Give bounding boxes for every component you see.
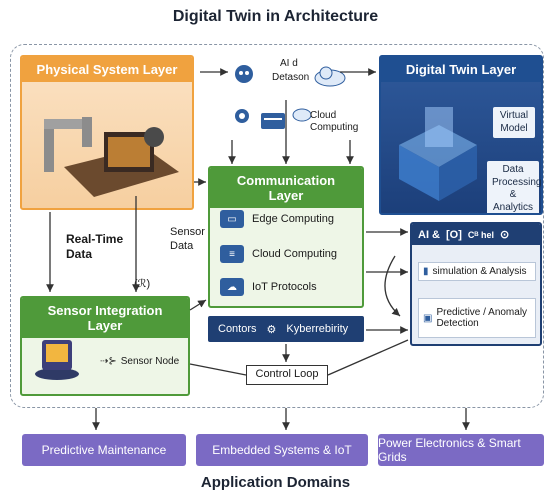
ai-header-2: Cᴮ hel	[467, 229, 494, 240]
virtual-model-tag: Virtual Model	[493, 107, 535, 138]
robotic-arm-machine-illustration	[44, 117, 179, 197]
data-processing-tag: Data Processing & Analytics	[487, 161, 541, 213]
ai-header-1: [O]	[446, 228, 462, 241]
control-loop-box: Control Loop	[246, 365, 328, 385]
sensor-integration-layer: Sensor Integration Layer ⇢⊱ Sensor Node	[20, 296, 190, 396]
lock-icon: ⚙	[266, 323, 277, 336]
comm-item-label: IoT Protocols	[252, 281, 317, 293]
server-icon	[261, 113, 285, 129]
digital-twin-layer: Digital Twin Layer Virtual Model Data Pr…	[379, 55, 543, 215]
gear-icon	[235, 109, 249, 123]
cloud-icon: ☁	[220, 278, 244, 296]
cybersecurity-label: Kyberrebirity	[286, 323, 349, 335]
sensor-data-label: Sensor Data	[170, 226, 205, 252]
ai-item-predictive: ▣ Predictive / Anomaly Detection	[418, 298, 536, 338]
ai-item-label: Predictive / Anomaly Detection	[436, 307, 528, 329]
sensor-node-label: Sensor Node	[120, 356, 180, 367]
comm-item-label: Edge Computing	[252, 213, 334, 225]
physical-layer-title: Physical System Layer	[22, 57, 192, 82]
cloud-computing-icon	[292, 108, 312, 122]
ai-item-simulation: ▮ simulation & Analysis	[418, 262, 536, 281]
control-label: Contors	[218, 323, 257, 335]
architecture-frame	[10, 44, 544, 408]
sensor-node: ⇢⊱ Sensor Node	[100, 356, 179, 367]
ai-item-label: simulation & Analysis	[432, 266, 527, 277]
comm-item-edge: ▭ Edge Computing	[220, 210, 334, 228]
sensor-node-icon: ⇢⊱	[100, 356, 117, 367]
control-cybersecurity-bar: Contors ⚙ Kyberrebirity	[208, 316, 364, 342]
cloud-computing-label: Cloud Computing	[310, 110, 359, 133]
physical-system-layer: Physical System Layer	[20, 55, 194, 210]
domain-power-electronics: Power Electronics & Smart Grids	[378, 434, 544, 466]
edge-device-icon: ▭	[220, 210, 244, 228]
ai-analytics-panel: AI & [O] Cᴮ hel ⊙ ▮ simulation & Analysi…	[410, 222, 542, 346]
domain-embedded-systems: Embedded Systems & IoT	[196, 434, 368, 466]
top-icons: AI d Detason Cloud Computing	[210, 58, 370, 158]
ai-label: AI d	[280, 58, 298, 69]
realtime-data-label: Real-Time Data	[66, 232, 124, 261]
glyph-label: (ℛ)	[134, 278, 151, 290]
dataset-label: Detason	[272, 72, 310, 83]
server-rack-icon: ≡	[220, 245, 244, 263]
virtual-model-illustration	[399, 107, 477, 201]
ai-robot-icon	[235, 65, 253, 83]
diagram-title: Digital Twin in Architecture	[172, 8, 379, 25]
ai-header-0: AI &	[418, 228, 440, 241]
ai-header-3: ⊙	[499, 229, 510, 241]
cloud-icon	[314, 66, 346, 87]
ai-panel-header: AI & [O] Cᴮ hel ⊙	[412, 224, 540, 245]
digital-twin-layer-title: Digital Twin Layer	[381, 57, 541, 82]
comm-item-label: Cloud Computing	[252, 248, 337, 260]
comm-item-cloud: ≡ Cloud Computing	[220, 245, 337, 263]
application-domains-title: Application Domains	[200, 474, 351, 491]
monitor-icon: ▣	[423, 312, 433, 324]
sensor-device-illustration	[35, 340, 79, 380]
chart-icon: ▮	[423, 266, 429, 277]
communication-layer: Communication Layer ▭ Edge Computing ≡ C…	[208, 166, 364, 308]
comm-item-iot: ☁ IoT Protocols	[220, 278, 317, 296]
sensor-layer-title: Sensor Integration Layer	[22, 298, 188, 338]
communication-layer-title: Communication Layer	[210, 168, 362, 208]
domain-predictive-maintenance: Predictive Maintenance	[22, 434, 186, 466]
